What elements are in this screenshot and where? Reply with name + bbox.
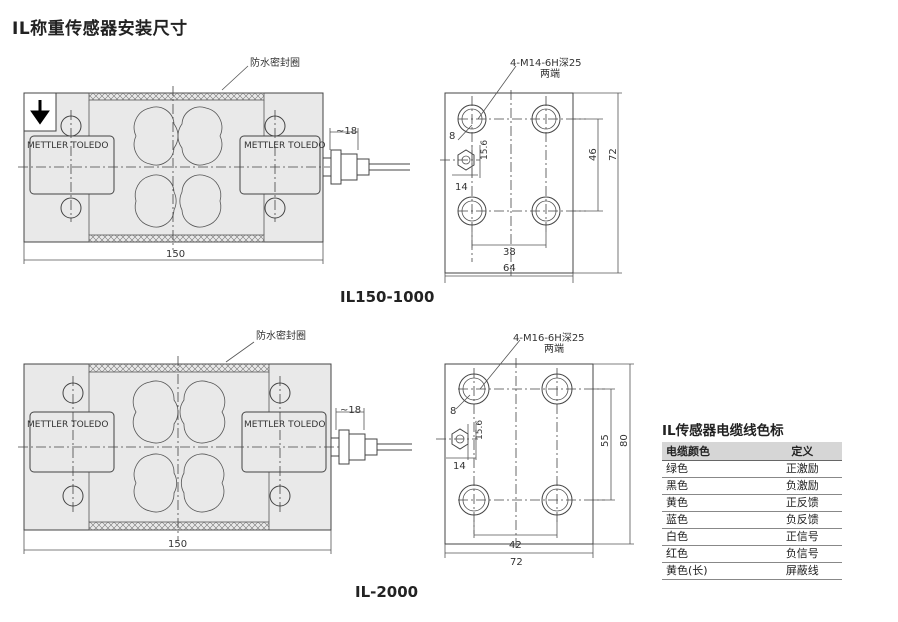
cell-definition: 正激励	[762, 460, 842, 478]
thread-sub-2: 两端	[544, 342, 564, 355]
logo-plate-left	[29, 135, 115, 195]
cell-color: 黑色	[662, 477, 763, 495]
cell-definition: 正反馈	[762, 494, 842, 512]
table-row: 白色正信号	[662, 528, 842, 546]
length-dim-1: 150	[166, 249, 185, 260]
page-title: IL称重传感器安装尺寸	[12, 19, 188, 39]
cell-color: 黄色	[662, 494, 763, 512]
cell-definition: 负反馈	[762, 511, 842, 529]
cable-dim-1: ~18	[336, 126, 357, 137]
hole-dia-2: 8	[450, 406, 456, 417]
logo-text-left: METTLER TOLEDO	[27, 141, 108, 151]
cell-color: 白色	[662, 528, 763, 546]
seal-bottom	[88, 234, 265, 243]
logo-text-left-2: METTLER TOLEDO	[27, 420, 108, 430]
thread-label-2: 4-M16-6H深25	[513, 332, 585, 344]
model-label-1: IL150-1000	[340, 288, 435, 306]
cell-color: 绿色	[662, 460, 763, 478]
logo-plate-right-2	[241, 411, 327, 473]
header-color: 电缆颜色	[662, 442, 763, 461]
outer-h-2: 80	[619, 434, 630, 447]
cell-definition: 屏蔽线	[762, 562, 842, 580]
end-view-2	[436, 339, 634, 558]
outer-w-2: 72	[510, 557, 523, 568]
logo-plate-right	[239, 135, 321, 195]
side-view-2	[18, 341, 412, 554]
cell-definition: 负信号	[762, 545, 842, 563]
seal-bottom-2	[88, 521, 270, 531]
cable-dim-2: ~18	[340, 405, 361, 416]
legend-header-row: 电缆颜色 定义	[662, 442, 842, 461]
model-label-2: IL-2000	[355, 583, 419, 601]
outer-w-1: 64	[503, 263, 516, 274]
table-row: 红色负信号	[662, 545, 842, 563]
logo-text-right: METTLER TOLEDO	[244, 141, 325, 151]
cell-definition: 负激励	[762, 477, 842, 495]
dim-14-2: 14	[453, 461, 466, 472]
table-row: 黑色负激励	[662, 477, 842, 495]
cell-color: 蓝色	[662, 511, 763, 529]
seal-top	[88, 92, 265, 101]
hole-dia-1: 8	[449, 131, 455, 142]
cell-definition: 正信号	[762, 528, 842, 546]
thread-label-1: 4-M14-6H深25	[510, 57, 582, 69]
seal-label-2: 防水密封圈	[256, 329, 306, 342]
legend-table: 电缆颜色 定义 绿色正激励 黑色负激励 黄色正反馈 蓝色负反馈 白色正信号 红色…	[662, 442, 842, 580]
side-view-1	[18, 65, 410, 264]
seal-top-2	[88, 363, 270, 373]
thread-sub-1: 两端	[540, 67, 560, 80]
logo-text-right-2: METTLER TOLEDO	[244, 420, 325, 430]
cable-color-legend: IL传感器电缆线色标 电缆颜色 定义 绿色正激励 黑色负激励 黄色正反馈 蓝色负…	[662, 419, 842, 580]
cell-color: 黄色(长)	[662, 562, 763, 580]
seal-label-1: 防水密封圈	[250, 56, 300, 69]
inner-h-2: 55	[600, 434, 611, 447]
dim-14-1: 14	[455, 182, 468, 193]
outer-h-1: 72	[608, 148, 619, 161]
dim-156-2: 15.6	[475, 420, 485, 440]
header-definition: 定义	[762, 442, 842, 461]
legend-title: IL传感器电缆线色标	[662, 423, 784, 439]
table-row: 黄色正反馈	[662, 494, 842, 512]
inner-w-2: 42	[509, 540, 522, 551]
end-view-1	[440, 65, 622, 283]
inner-h-1: 46	[588, 148, 599, 161]
length-dim-2: 150	[168, 539, 187, 550]
table-row: 黄色(长)屏蔽线	[662, 562, 842, 580]
cell-color: 红色	[662, 545, 763, 563]
logo-plate-left-2	[29, 411, 115, 473]
table-row: 绿色正激励	[662, 460, 842, 478]
dim-156-1: 15.6	[480, 140, 490, 160]
inner-w-1: 38	[503, 247, 516, 258]
table-row: 蓝色负反馈	[662, 511, 842, 529]
arrow-down-icon	[30, 100, 50, 125]
